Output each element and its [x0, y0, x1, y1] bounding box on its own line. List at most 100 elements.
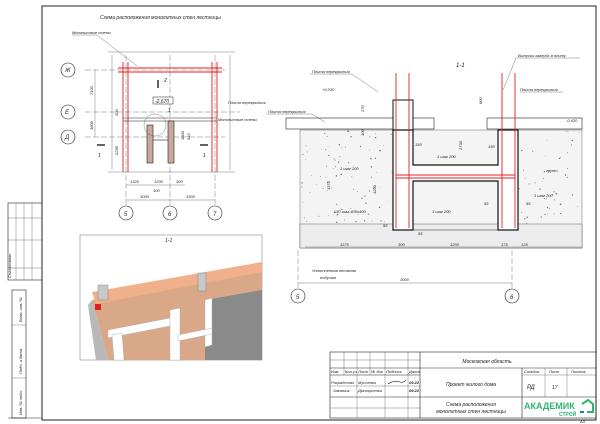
- dim: 100: [360, 129, 365, 136]
- logo-text: АКАДЕМИК: [524, 401, 575, 411]
- dim: 55: [484, 201, 489, 206]
- rebar-note: 1 шаг 200: [534, 193, 553, 198]
- level-left: +0,030: [322, 87, 335, 92]
- dim: 1800: [89, 120, 94, 130]
- stamp-replace-inv: Взам. инв. №: [18, 297, 23, 322]
- dim: 125: [521, 242, 528, 247]
- logo-mark-icon: [581, 398, 594, 413]
- render-title: 1-1: [165, 238, 172, 244]
- dim: 1800: [180, 130, 185, 140]
- label-walls-top: Монолитные стены: [72, 30, 111, 35]
- cut-mark: 1: [98, 153, 101, 159]
- dim: 7100: [89, 85, 94, 95]
- stair-wall-left: [146, 124, 154, 164]
- tb-header: № док: [371, 369, 384, 374]
- tb-name: Дмитриенко: [357, 388, 383, 393]
- tb-header: Кол.уч: [345, 369, 357, 374]
- dim: 3000: [400, 277, 410, 282]
- tb-role: Разработал: [331, 380, 355, 385]
- stair-wall-right: [167, 120, 175, 164]
- stamp-inv-no: Инв. № подл.: [18, 390, 23, 415]
- rebar-note: 1 шаг 200: [340, 166, 359, 171]
- dim: 800: [478, 97, 483, 104]
- plan-title: Схема расположения монолитных стен лестн…: [100, 15, 221, 21]
- section-view: 1-1 Плита перекрытия Плита перекрытия Пл…: [266, 53, 583, 304]
- dim: 1200: [154, 179, 164, 184]
- dim: 1200: [372, 184, 377, 194]
- label-cushion: Уплотненная песчаная: [312, 268, 357, 273]
- axis-col-5: 5: [124, 212, 128, 218]
- slab-left: [285, 117, 435, 130]
- dim: 300: [176, 179, 183, 184]
- dim: 55: [526, 201, 531, 206]
- tb-header: Лист: [357, 369, 369, 374]
- axis-col-6: 6: [510, 295, 514, 301]
- stamp-sign-date: Подп. и дата: [18, 348, 23, 374]
- level-right: -0,420: [566, 118, 578, 123]
- dim: 300: [398, 242, 405, 247]
- rebar-note: ШП шаг 400x400: [334, 209, 366, 214]
- tb-stage: РД: [527, 385, 536, 391]
- dim: 150: [415, 142, 422, 147]
- tb-sheet-title-2: монолитных стен лестницы: [436, 409, 506, 415]
- label-cushion-2: подушка: [320, 275, 337, 280]
- dim: 1175: [340, 242, 349, 247]
- tb-sheet-title: Схема расположения: [446, 402, 496, 408]
- dim: 55: [418, 231, 423, 236]
- tb-header: Подпись: [386, 369, 402, 374]
- label-ground: грунт: [546, 168, 558, 173]
- tb-date: 09.22: [409, 380, 420, 385]
- axis-row-e: Е: [65, 110, 70, 116]
- dim: 175: [501, 242, 508, 247]
- dim: 150: [488, 144, 495, 149]
- axis-col-7: 7: [213, 212, 217, 218]
- tb-project: Проект жилого дома: [446, 382, 496, 388]
- tb-sheet-header: Лист: [548, 369, 560, 374]
- tb-date: 09.22: [409, 388, 420, 393]
- signature: [387, 379, 407, 385]
- company-logo: АКАДЕМИК СТРОЙ: [524, 398, 594, 418]
- rebar-note: 1 шаг 200: [437, 154, 456, 159]
- slab-right: [486, 117, 583, 130]
- node-number: 1: [168, 108, 171, 114]
- tb-role: Заказчик: [333, 388, 351, 393]
- dim: 1370: [326, 180, 331, 190]
- section-title: 1-1: [456, 63, 465, 69]
- tb-format: А3: [579, 419, 586, 424]
- cut-mark: 2: [163, 78, 167, 84]
- logo-text-2: СТРОЙ: [559, 410, 577, 418]
- title-block: Изм Кол.уч Лист № док Подпись Дата Разра…: [329, 351, 597, 424]
- rebar-note: 1 шаг 200: [432, 209, 451, 214]
- dim: 3000: [140, 194, 150, 199]
- label-slab-right: Плита перекрытия: [520, 87, 558, 92]
- axis-col-5: 5: [296, 295, 300, 301]
- dim: 2250: [114, 145, 119, 156]
- node-callout: [143, 113, 167, 137]
- dim: 1200: [450, 242, 460, 247]
- dim: 270: [360, 105, 365, 113]
- side-stamp: Согласовано Взам. инв. № Подп. и дата Ин…: [7, 202, 43, 419]
- plan-level: -2,670: [155, 99, 169, 105]
- stamp-agreed: Согласовано: [7, 253, 12, 278]
- tb-location: Московская область: [462, 359, 512, 365]
- dim: 910: [186, 133, 191, 140]
- cut-mark: 1: [203, 153, 206, 159]
- label-slab-plan: Плита перекрытия: [228, 100, 266, 105]
- dim: 3300: [186, 194, 196, 199]
- tb-sheet: 17: [552, 385, 558, 391]
- tb-header: Изм: [331, 369, 339, 374]
- plan-view: Схема расположения монолитных стен лестн…: [60, 15, 266, 221]
- tb-stage-header: Стадия: [524, 369, 540, 374]
- axis-row-zh: Ж: [64, 68, 71, 74]
- tb-name: Мусоенко: [358, 380, 377, 385]
- sand-cushion: [299, 223, 583, 249]
- tb-sheets-header: Листов: [570, 369, 586, 374]
- label-slab-left-2: Плита перекрытия: [268, 109, 306, 114]
- dim: 2730: [458, 140, 463, 151]
- dim: 100: [153, 188, 160, 193]
- label-walls-right: Монолитные стены: [218, 117, 257, 122]
- label-rebar-out: Выпуски заглубь в плиту: [518, 53, 567, 58]
- dim: 1325: [130, 179, 140, 184]
- axis-col-6: 6: [168, 212, 172, 218]
- render-3d: 1-1: [79, 234, 263, 361]
